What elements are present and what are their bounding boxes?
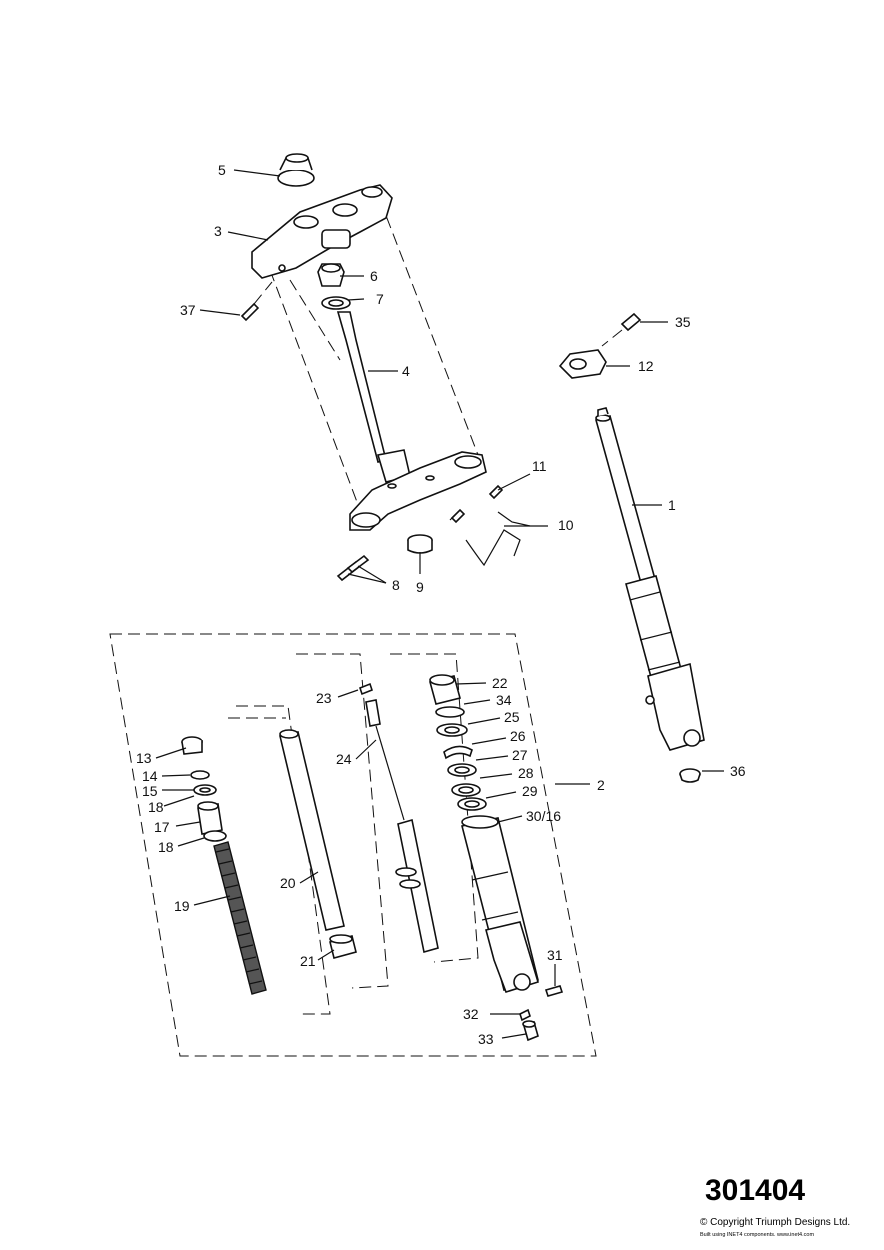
- callout-1: 1: [668, 497, 676, 513]
- callout-17: 17: [154, 819, 170, 835]
- callout-35: 35: [675, 314, 691, 330]
- clamp-bolt-part: [601, 312, 642, 347]
- callout-24: 24: [336, 751, 352, 767]
- bush-29-part: [457, 797, 487, 811]
- slider-ring-34-part: [435, 706, 465, 718]
- lower-slider-part: [461, 815, 539, 993]
- callout-9: 9: [416, 579, 424, 595]
- callout-26: 26: [510, 728, 526, 744]
- o-ring-part: [190, 770, 210, 780]
- callout-7: 7: [376, 291, 384, 307]
- callout-6: 6: [370, 268, 378, 284]
- top-cap-part: [181, 736, 203, 755]
- slider-seal-cap-part: [429, 674, 461, 705]
- top-yoke-part: [251, 184, 393, 279]
- callout-37: 37: [180, 302, 196, 318]
- callout-27: 27: [512, 747, 528, 763]
- callout-29: 29: [522, 783, 538, 799]
- handlebar-clamp-part: [558, 349, 607, 379]
- callout-12: 12: [638, 358, 654, 374]
- yoke-bolt-part: [240, 281, 273, 322]
- spacer-part: [197, 801, 223, 835]
- callout-18-lower: 18: [158, 839, 174, 855]
- bush-part: [329, 934, 357, 959]
- callout-22: 22: [492, 675, 508, 691]
- stem-nut-part: [317, 263, 345, 287]
- callout-5: 5: [218, 162, 226, 178]
- callout-18-upper: 18: [148, 799, 164, 815]
- clip-26-part: [443, 745, 473, 760]
- seal-27-part: [447, 763, 477, 777]
- callout-20: 20: [280, 875, 296, 891]
- screw-32-part: [519, 1008, 531, 1022]
- callout-labels: 5 3 37 6 7 4 8 9 10 11 12 35 1 36 2 13 1…: [136, 162, 746, 1047]
- callout-33: 33: [478, 1031, 494, 1047]
- washer-part: [193, 784, 217, 796]
- callout-36: 36: [730, 763, 746, 779]
- callout-21: 21: [300, 953, 316, 969]
- washer-28-part: [451, 783, 481, 797]
- guide-lines-upper: [269, 199, 481, 511]
- damper-tube-part: [279, 729, 345, 931]
- reference-number: 301404: [705, 1174, 805, 1207]
- adjuster-rod-part: [365, 699, 439, 954]
- bleed-screw-31-part: [544, 985, 564, 997]
- leader-lines: [155, 169, 724, 1039]
- callout-13: 13: [136, 750, 152, 766]
- callout-23: 23: [316, 690, 332, 706]
- copyright-text: © Copyright Triumph Designs Ltd.: [700, 1217, 850, 1228]
- callout-31: 31: [547, 947, 563, 963]
- fork-leg-assembly-part: [595, 407, 705, 751]
- callout-25: 25: [504, 709, 520, 725]
- stem-washer-part: [321, 296, 351, 310]
- fork-spring-part: [213, 841, 267, 995]
- callout-4: 4: [402, 363, 410, 379]
- drain-bolt-33-part: [522, 1020, 539, 1042]
- callout-15: 15: [142, 783, 158, 799]
- grommet-part: [407, 534, 433, 554]
- bracket-screw-part: [488, 484, 504, 500]
- callout-34: 34: [496, 692, 512, 708]
- fork-cap-part: [679, 768, 701, 783]
- callout-3: 3: [214, 223, 222, 239]
- screw-small-part: [359, 682, 373, 696]
- lower-yoke-screws-part: [336, 554, 370, 582]
- bracket-part: [449, 508, 531, 567]
- callout-19: 19: [174, 898, 190, 914]
- callout-2: 2: [597, 777, 605, 793]
- stem-lower-yoke-part: [336, 311, 487, 531]
- callout-10: 10: [558, 517, 574, 533]
- callout-8: 8: [392, 577, 400, 593]
- slider-ring-25-part: [436, 723, 468, 737]
- footer: 301404 © Copyright Triumph Designs Ltd. …: [700, 1174, 850, 1238]
- callout-11: 11: [532, 458, 547, 474]
- top-nut-part: [277, 153, 315, 187]
- seat-part: [203, 830, 227, 842]
- callout-30-16: 30/16: [526, 808, 561, 824]
- callout-32: 32: [463, 1006, 479, 1022]
- callout-28: 28: [518, 765, 534, 781]
- callout-14: 14: [142, 768, 158, 784]
- built-note: Built using INET4 components. www.inet4.…: [700, 1232, 814, 1238]
